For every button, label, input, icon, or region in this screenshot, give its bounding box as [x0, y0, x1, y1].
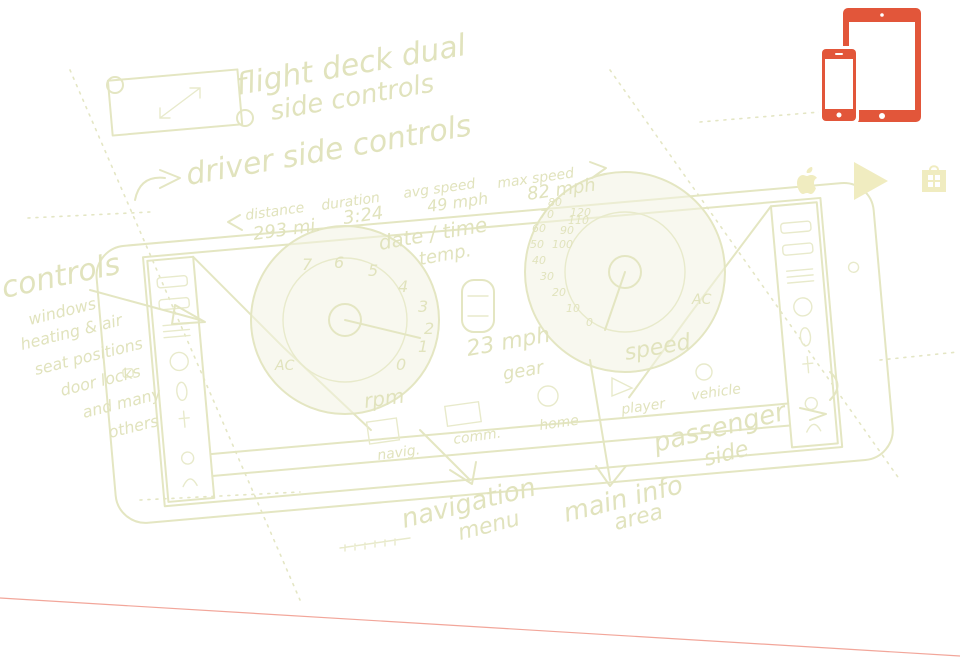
phone-tablet-icon — [818, 6, 926, 126]
ac-left-label: AC — [274, 358, 295, 374]
rpm-tick: 3 — [418, 297, 428, 316]
rpm-tick: 7 — [302, 255, 313, 274]
rpm-gauge — [251, 226, 439, 414]
speed-tick: 100 — [552, 238, 573, 251]
rpm-tick: 0 — [396, 355, 406, 374]
rpm-tick: 1 — [418, 337, 428, 356]
speed-tick: 30 — [540, 270, 554, 283]
gear-label: gear — [501, 357, 547, 385]
nav-item-home: home — [538, 413, 580, 434]
speed-tick: 40 — [532, 254, 546, 267]
nav-item-vehicle: vehicle — [690, 381, 742, 404]
flight-deck-diagram — [107, 69, 253, 135]
rpm-tick: 2 — [424, 319, 434, 338]
speed-tick: 10 — [566, 302, 580, 315]
speed-value: 23 mph — [465, 323, 552, 362]
ac-right-label: AC — [691, 292, 712, 308]
driver-side-label: driver side controls — [183, 108, 474, 193]
rpm-tick: 4 — [398, 277, 408, 296]
rpm-label: rpm — [362, 384, 405, 413]
apple-icon — [794, 166, 822, 198]
car-icon — [462, 280, 494, 332]
nav-item-navig: navig. — [376, 442, 421, 464]
speed-tick: 0 — [586, 316, 593, 329]
speed-tick: 20 — [552, 286, 566, 299]
windows-store-icon — [920, 162, 948, 194]
speed-tick: 80 — [548, 196, 562, 209]
speed-tick: 120 — [570, 206, 591, 219]
speed-tick: 70 — [540, 208, 554, 221]
rpm-tick: 5 — [368, 261, 378, 280]
rpm-tick: 6 — [334, 253, 344, 272]
controls-label: controls — [0, 247, 123, 306]
duration-value: 3:24 — [342, 203, 385, 229]
speed-tick: 50 — [530, 238, 544, 251]
baseline-line — [0, 598, 960, 656]
controls-item-6: others — [106, 411, 160, 442]
speed-tick: 60 — [532, 222, 546, 235]
nav-item-comm: comm. — [452, 425, 502, 448]
google-play-icon — [852, 160, 890, 202]
